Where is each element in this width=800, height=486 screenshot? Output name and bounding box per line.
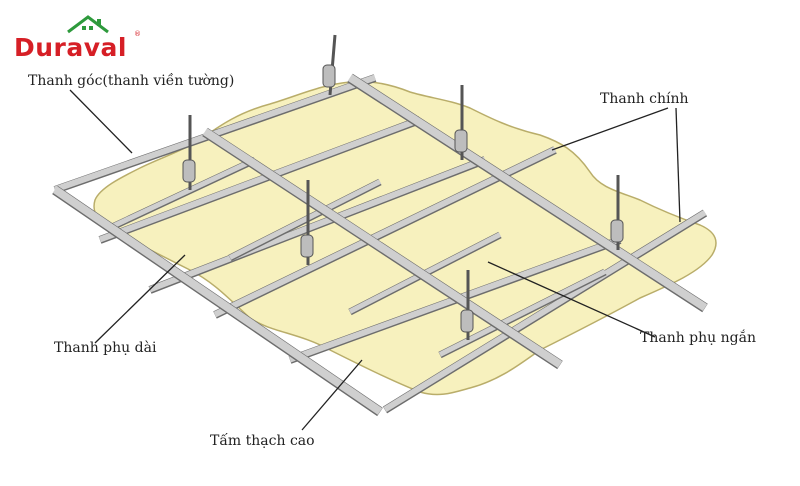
hanger-clip — [322, 64, 336, 88]
hanger-clip — [182, 159, 196, 183]
hanger-clip — [300, 234, 314, 258]
main-bar — [202, 127, 563, 370]
cross-bar — [148, 156, 487, 294]
label-short-sub-bar: Thanh phụ ngắn — [640, 330, 756, 346]
roof-icon — [67, 15, 109, 34]
logo-registered-mark: ® — [134, 30, 141, 38]
main-bar — [52, 185, 383, 417]
leader-long — [94, 254, 186, 344]
hanger-clip — [460, 309, 474, 333]
duraval-logo: Duraval ® — [10, 14, 150, 62]
leader-corner — [69, 89, 133, 154]
hanger-rods — [182, 34, 624, 340]
label-long-sub-bar: Thanh phụ dài — [54, 340, 157, 356]
label-corner-bar: Thanh góc(thanh viền tường) — [28, 73, 235, 89]
short-sub-bar — [228, 178, 382, 262]
leader-main-1 — [551, 107, 669, 151]
main-bar — [347, 73, 708, 313]
leader-short — [487, 261, 656, 338]
short-sub-bar — [108, 156, 257, 232]
logo-text: Duraval — [14, 33, 127, 62]
label-gypsum-board: Tấm thạch cao — [210, 433, 315, 449]
short-sub-bar — [438, 268, 607, 359]
leader-main-2 — [675, 107, 681, 223]
cross-bar — [98, 116, 422, 244]
cross-bar — [382, 209, 708, 414]
hanger-clip — [610, 219, 624, 243]
leader-board — [301, 359, 363, 431]
hanger-clip — [454, 129, 468, 153]
metal-grid — [52, 73, 708, 417]
label-main-bar: Thanh chính — [600, 91, 689, 107]
label-leader-lines — [69, 89, 681, 431]
